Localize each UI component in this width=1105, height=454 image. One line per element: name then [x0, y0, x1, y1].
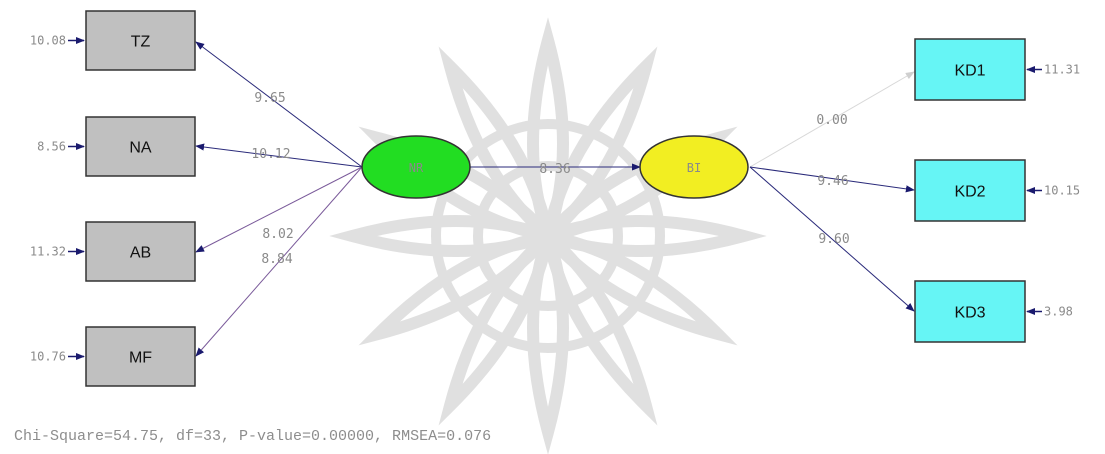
latent-label: NR [409, 161, 424, 175]
structural-label: 8.36 [539, 162, 570, 177]
observed-label: NA [129, 140, 152, 157]
path-arrows [195, 41, 915, 357]
observed-kd3[interactable]: KD3 [914, 280, 1026, 343]
path-ab [195, 166, 363, 253]
loading-label-mf: 8.84 [261, 252, 292, 267]
observed-label: KD2 [954, 184, 985, 201]
observed-na[interactable]: NA [85, 116, 196, 177]
loading-label-kd2: 9.46 [817, 174, 848, 189]
observed-mf[interactable]: MF [85, 326, 196, 387]
observed-label: AB [130, 245, 151, 262]
latent-nr[interactable]: NR [361, 135, 471, 199]
latent-bi[interactable]: BI [639, 135, 749, 199]
observed-label: KD3 [954, 305, 985, 322]
loading-label-kd3: 9.60 [818, 232, 849, 247]
path-kd1 [749, 71, 915, 168]
observed-label: TZ [131, 34, 151, 51]
observed-kd2[interactable]: KD2 [914, 159, 1026, 222]
latent-label: BI [687, 161, 701, 175]
loading-label-kd1: 0.00 [816, 113, 847, 128]
observed-tz[interactable]: TZ [85, 10, 196, 71]
loading-label-ab: 8.02 [262, 227, 293, 242]
loading-label-na: 10.12 [251, 147, 290, 162]
path-mf [195, 166, 363, 357]
path-kd2 [749, 166, 915, 193]
observed-ab[interactable]: AB [85, 221, 196, 282]
error-variance-ab: 11.32 [30, 245, 66, 259]
error-variance-kd2: 10.15 [1044, 184, 1080, 198]
error-variance-kd1: 11.31 [1044, 63, 1080, 77]
error-variance-na: 8.56 [37, 140, 66, 154]
error-variance-mf: 10.76 [30, 350, 66, 364]
error-variance-tz: 10.08 [30, 34, 66, 48]
observed-label: KD1 [954, 63, 985, 80]
ornamental-flower-watermark [329, 17, 767, 454]
path-na [195, 143, 363, 168]
error-variance-kd3: 3.98 [1044, 305, 1073, 319]
observed-kd1[interactable]: KD1 [914, 38, 1026, 101]
fit-statistics: Chi-Square=54.75, df=33, P-value=0.00000… [14, 428, 492, 445]
loading-label-tz: 9.65 [254, 91, 285, 106]
observed-label: MF [129, 350, 152, 367]
path-kd3 [749, 166, 915, 312]
path-tz [195, 41, 363, 168]
